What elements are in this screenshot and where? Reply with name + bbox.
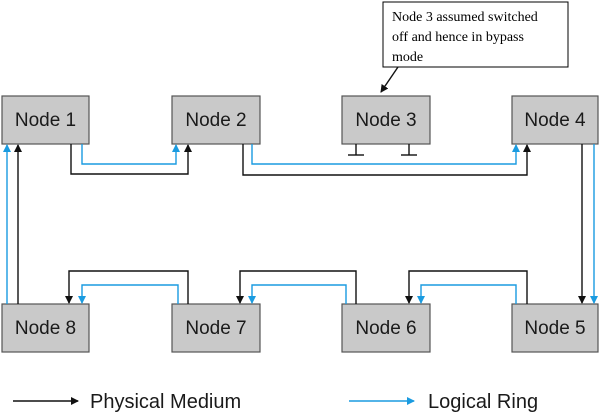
logical-link-2-4 xyxy=(251,144,520,165)
logical-link-7-8 xyxy=(78,284,179,304)
physical-link-2-4 xyxy=(242,144,531,176)
physical-link-1-2 xyxy=(70,144,192,175)
note-line-3: mode xyxy=(392,50,423,65)
node-5: Node 5 xyxy=(511,303,599,353)
node-3: Node 3 xyxy=(341,95,431,145)
node-6: Node 6 xyxy=(341,303,431,353)
node-4: Node 4 xyxy=(511,95,599,145)
physical-link-6-7 xyxy=(236,270,357,304)
bypass-note: Node 3 assumed switched off and hence in… xyxy=(380,1,569,93)
legend: Physical Medium Logical Ring xyxy=(13,391,538,413)
physical-link-5-6 xyxy=(405,270,528,304)
node-2: Node 2 xyxy=(171,95,261,145)
node-2-label: Node 2 xyxy=(185,110,246,131)
node-7-label: Node 7 xyxy=(185,318,246,339)
note-pointer-arrow xyxy=(380,66,399,93)
note-line-1: Node 3 assumed switched xyxy=(392,10,538,25)
node-6-label: Node 6 xyxy=(355,318,416,339)
node-3-label: Node 3 xyxy=(355,110,416,131)
node-1-label: Node 1 xyxy=(15,110,76,131)
node-8-label: Node 8 xyxy=(15,318,76,339)
logical-link-5-6 xyxy=(417,284,517,304)
node-7: Node 7 xyxy=(171,303,261,353)
physical-link-7-8 xyxy=(65,270,189,304)
legend-physical-label: Physical Medium xyxy=(90,391,241,413)
note-line-2: off and hence in bypass xyxy=(392,30,524,45)
node-8: Node 8 xyxy=(1,303,90,353)
logical-link-6-7 xyxy=(248,284,347,304)
bypass-symbols xyxy=(348,144,417,156)
node-5-label: Node 5 xyxy=(524,318,585,339)
node-4-label: Node 4 xyxy=(524,110,586,131)
legend-logical-label: Logical Ring xyxy=(428,391,538,413)
logical-link-1-2 xyxy=(81,144,180,165)
node-1: Node 1 xyxy=(1,95,90,145)
